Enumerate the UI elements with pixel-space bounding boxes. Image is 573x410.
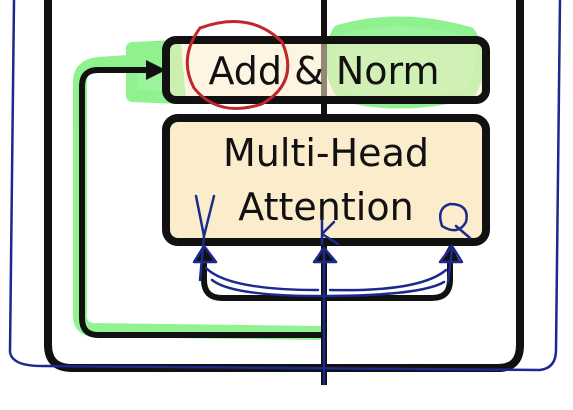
blue-middle-arrow xyxy=(312,246,338,386)
red-circle-annotation xyxy=(185,20,290,110)
branch-right-line xyxy=(324,258,453,301)
blue-middle-k-mark xyxy=(320,218,340,246)
attention-label-line1: Multi-Head xyxy=(223,131,429,175)
multi-head-attention-block: Multi-Head Attention xyxy=(162,114,490,246)
blue-branch-trace-2 xyxy=(204,266,448,292)
branch-left-line xyxy=(201,258,324,301)
add-norm-block: Add & Norm xyxy=(162,36,490,104)
blue-right-q-mark xyxy=(439,202,472,240)
add-norm-label: Add & Norm xyxy=(208,49,439,93)
blue-left-arrow xyxy=(192,234,218,282)
residual-arrowhead xyxy=(146,60,166,80)
blue-right-arrow xyxy=(438,244,464,284)
blue-branch-trace xyxy=(210,278,446,298)
blue-outer-loop xyxy=(8,0,562,372)
residual-connection-line xyxy=(79,67,324,338)
attention-label-line2: Attention xyxy=(238,185,413,229)
arrowhead-right xyxy=(440,244,460,262)
blue-pen-annotations xyxy=(8,0,562,386)
arrowhead-left xyxy=(194,244,214,262)
